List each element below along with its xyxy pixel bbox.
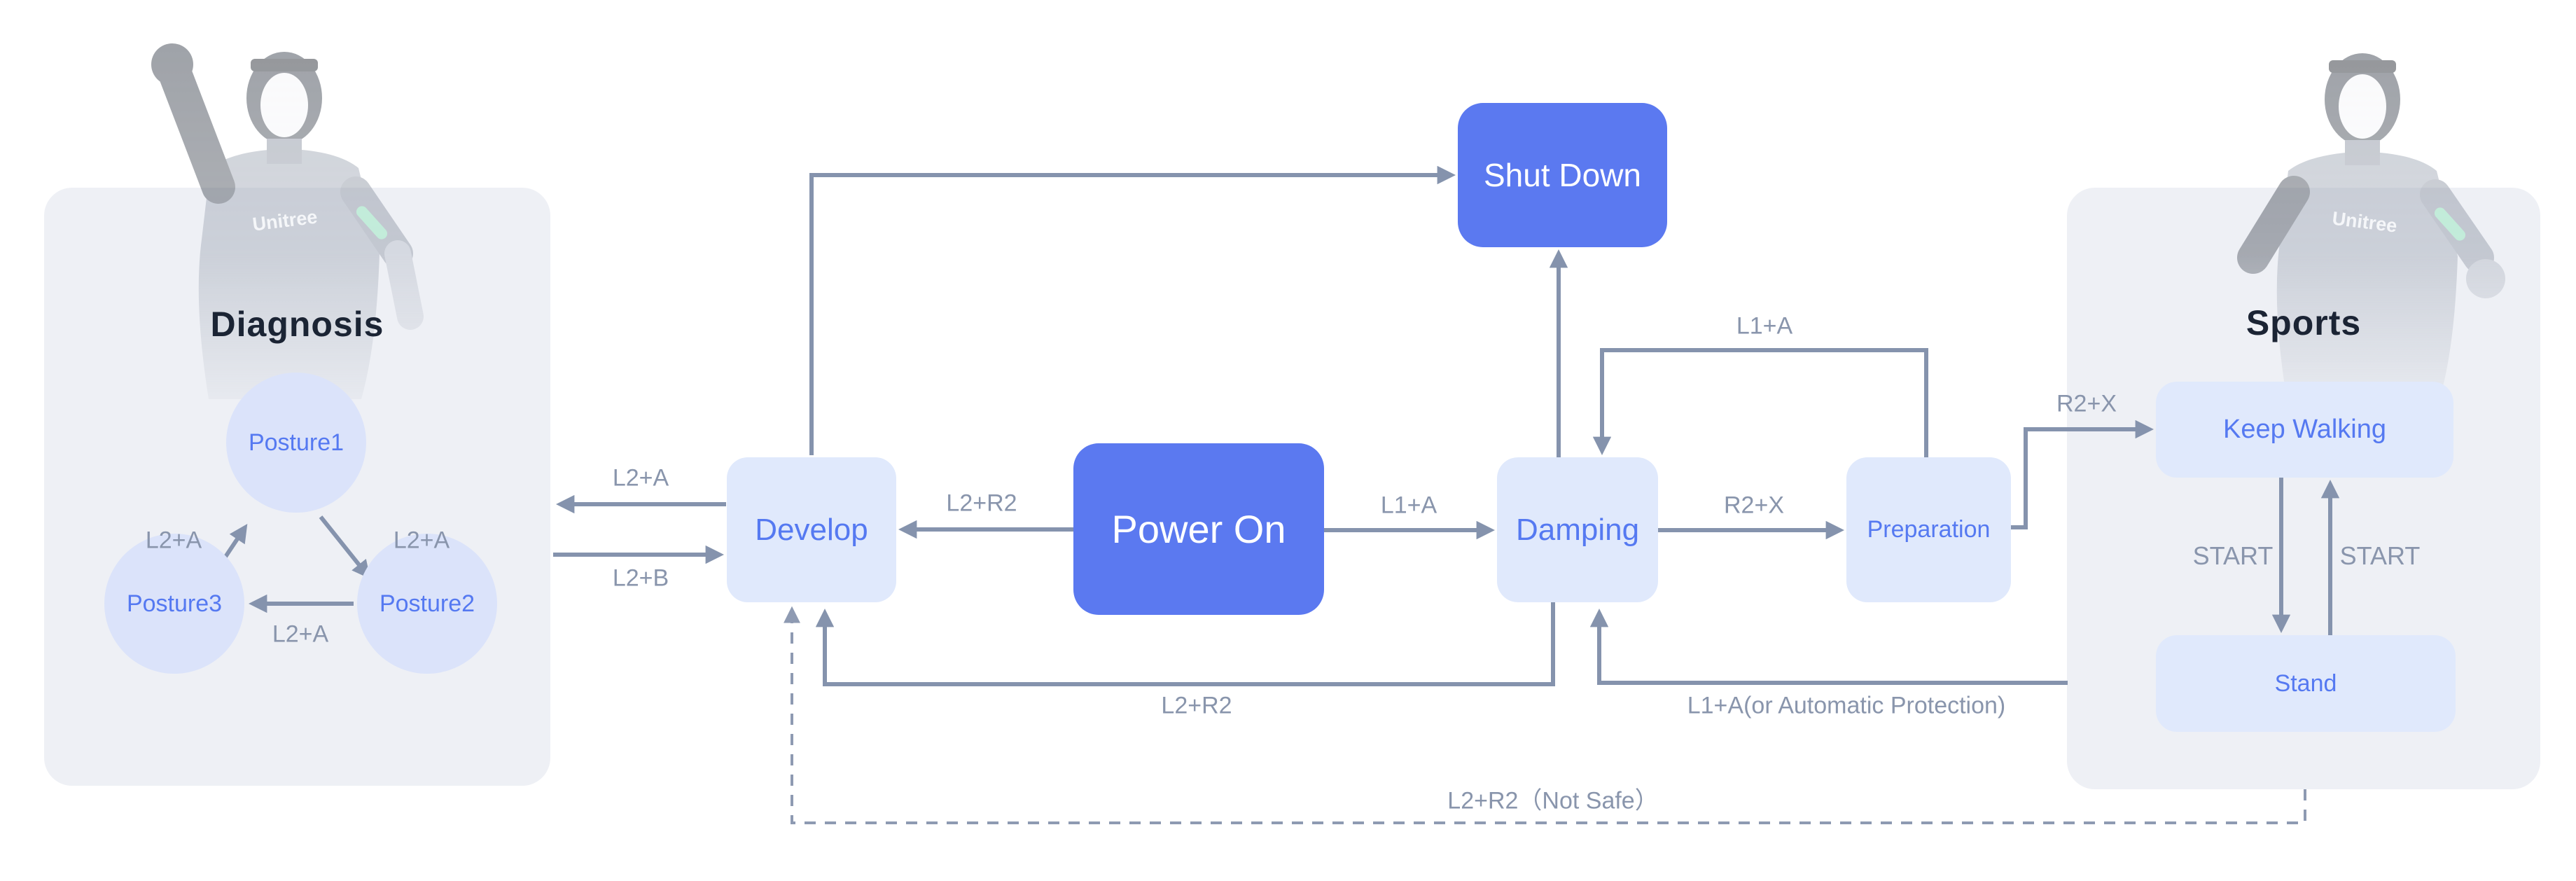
edge-label-preparation-to-keepwalking: R2+X — [2056, 390, 2117, 417]
state-power-on: Power On — [1073, 443, 1324, 615]
diagnosis-panel-title: Diagnosis — [210, 305, 384, 344]
edge-label-unsafe: L2+R2（Not Safe） — [1447, 787, 1659, 814]
state-keep-walking: Keep Walking — [2156, 382, 2453, 478]
robot-headband — [2329, 60, 2396, 73]
state-posture1: Posture1 — [226, 373, 366, 513]
edge-label-start-up: START — [2339, 541, 2421, 570]
robot-fist — [2466, 259, 2505, 298]
state-shut-down: Shut Down — [1458, 103, 1667, 247]
robot-neck — [267, 139, 302, 164]
edge-label-poweron-to-damping: L1+A — [1380, 492, 1437, 519]
edge-label-damping-to-develop: L2+R2 — [1161, 692, 1232, 719]
robot-visor — [2339, 74, 2386, 139]
robot-armband — [356, 206, 388, 240]
robot-torso — [198, 149, 380, 399]
edge-label-develop-to-diagnosis: L2+A — [612, 464, 669, 492]
edge-label-posture3-to-posture1: L2+A — [145, 527, 202, 554]
state-posture3: Posture3 — [104, 534, 244, 674]
sports-robot-image: Unitree — [2237, 53, 2505, 399]
robot-armband — [2434, 207, 2466, 241]
edge-label-poweron-to-develop: L2+R2 — [946, 490, 1017, 517]
edge-develop-to-shutdown — [809, 165, 1456, 455]
robot-right-forearm — [384, 240, 424, 330]
state-posture2: Posture2 — [357, 534, 497, 674]
edge-label-diagnosis-to-develop: L2+B — [612, 564, 669, 592]
diagnosis-robot-image: Unitree — [151, 43, 424, 399]
edge-stand-to-damping — [1589, 609, 2068, 685]
edge-label-start-down: START — [2192, 541, 2274, 570]
edge-label-posture2-to-posture3: L2+A — [272, 620, 329, 648]
state-develop: Develop — [727, 457, 896, 602]
edge-preparation-to-damping-loop — [1592, 348, 1928, 457]
edge-label-damping-to-preparation: R2+X — [1724, 492, 1784, 519]
state-stand: Stand — [2156, 635, 2456, 732]
robot-torso — [2276, 152, 2458, 399]
edge-label-stand-to-damping: L1+A(or Automatic Protection) — [1687, 692, 2006, 719]
edge-label-posture1-to-posture2: L2+A — [393, 527, 450, 554]
robot-headband — [251, 59, 318, 71]
sports-panel-title: Sports — [2246, 303, 2362, 342]
robot-neck — [2345, 140, 2380, 165]
robot-visor — [260, 73, 308, 137]
robot-left-arm — [2237, 176, 2310, 274]
robot-fist — [151, 43, 193, 85]
edge-label-preparation-to-damping-loop: L1+A — [1736, 312, 1793, 340]
state-preparation: Preparation — [1846, 457, 2011, 602]
robot-raised-arm — [157, 53, 235, 204]
state-damping: Damping — [1497, 457, 1658, 602]
